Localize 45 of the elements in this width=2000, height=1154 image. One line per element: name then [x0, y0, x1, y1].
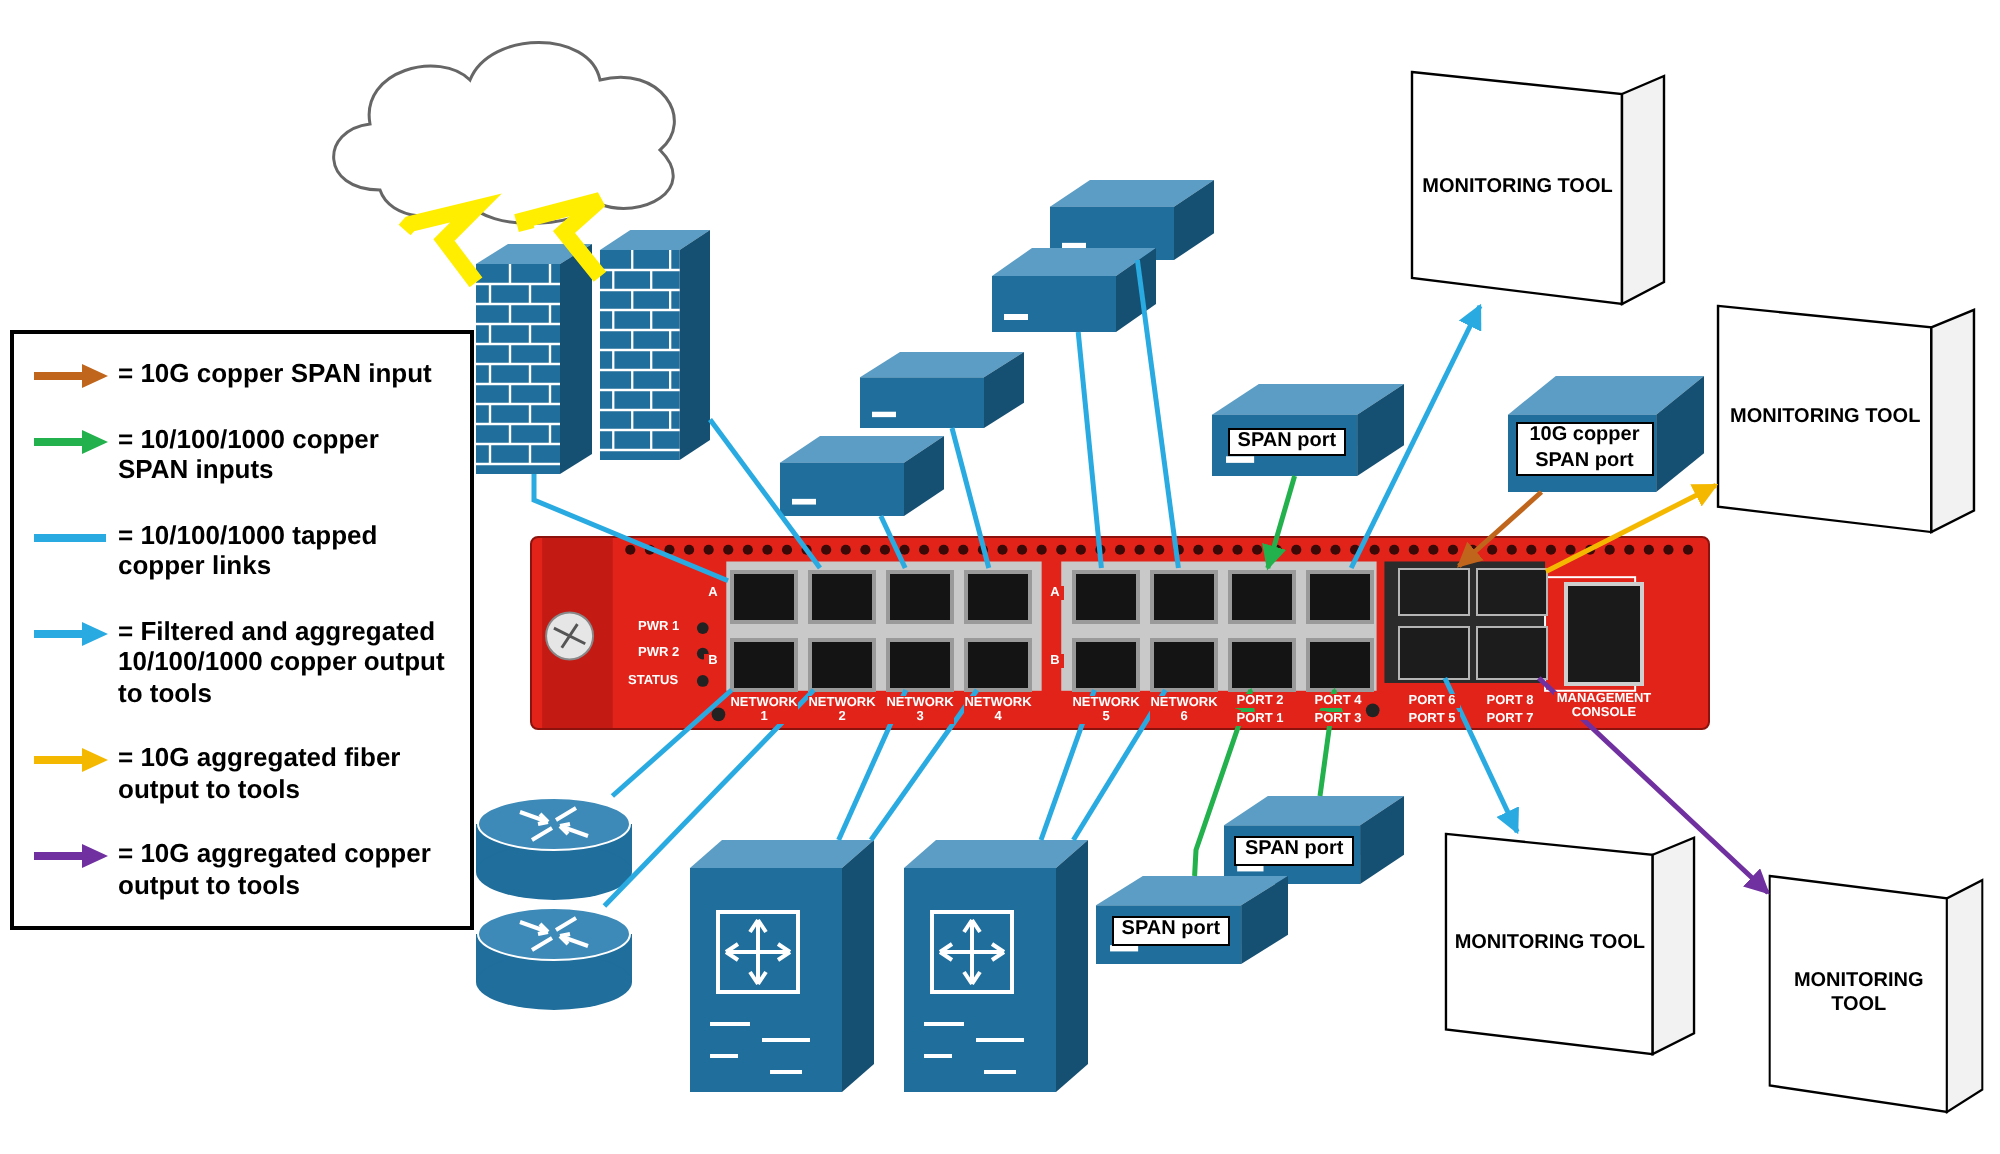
- box-label: MONITORING TOOL: [1791, 969, 1926, 1019]
- connector-arrow: [1348, 303, 1483, 570]
- sfp-port: [1476, 568, 1548, 616]
- lightning-bolt: [398, 193, 502, 288]
- rj45-port: [1306, 638, 1374, 692]
- rj45-port: [1228, 638, 1296, 692]
- rj45-port: [964, 570, 1032, 624]
- rj45-port: [1072, 638, 1140, 692]
- rj45-port: [1306, 570, 1374, 624]
- sfp-port: [1398, 626, 1470, 680]
- rj45-port: [1150, 570, 1218, 624]
- rj45-port: [1150, 638, 1218, 692]
- rj45-port: [886, 638, 954, 692]
- legend-text: = 10G copper SPAN input: [118, 358, 432, 390]
- legend-text: = 10G aggregated fiber output to tools: [118, 742, 403, 806]
- port-label: SPAN port: [1111, 916, 1231, 946]
- lightning-bolt: [514, 192, 608, 282]
- rj45-port: [1228, 570, 1296, 624]
- rj45-port: [808, 638, 876, 692]
- connector-arrow: [1262, 475, 1297, 571]
- port-label: 10G copper SPAN port: [1515, 422, 1654, 477]
- port-label: SPAN port: [1234, 836, 1354, 866]
- management-port: [1564, 582, 1644, 686]
- connector-arrow: [1192, 687, 1256, 877]
- sfp-port: [1398, 568, 1470, 616]
- sfp-port: [1476, 626, 1548, 680]
- legend-text: = Filtered and aggregated 10/100/1000 copper output to tools: [118, 615, 447, 710]
- rj45-port: [808, 570, 876, 624]
- box-label: MONITORING TOOL: [1422, 175, 1613, 201]
- connector-arrow: [1537, 676, 1770, 895]
- rj45-port: [964, 638, 1032, 692]
- box-label: MONITORING TOOL: [1454, 931, 1646, 957]
- connector-arrow: [1442, 676, 1520, 835]
- port-label: SPAN port: [1227, 427, 1347, 457]
- rj45-port: [1072, 570, 1140, 624]
- rj45-port: [886, 570, 954, 624]
- legend-text: = 10/100/1000 tapped copper links: [118, 519, 380, 582]
- network-tap-panel: [530, 536, 1710, 730]
- rj45-port: [730, 638, 798, 692]
- rj45-port: [730, 570, 798, 624]
- box-label: MONITORING TOOL: [1730, 406, 1921, 432]
- legend-text: = 10G aggregated copper output to tools: [118, 838, 433, 902]
- connector-arrow: [1456, 490, 1544, 568]
- legend-text: = 10/100/1000 copper SPAN inputs: [118, 423, 381, 486]
- connector-arrow: [1317, 687, 1344, 797]
